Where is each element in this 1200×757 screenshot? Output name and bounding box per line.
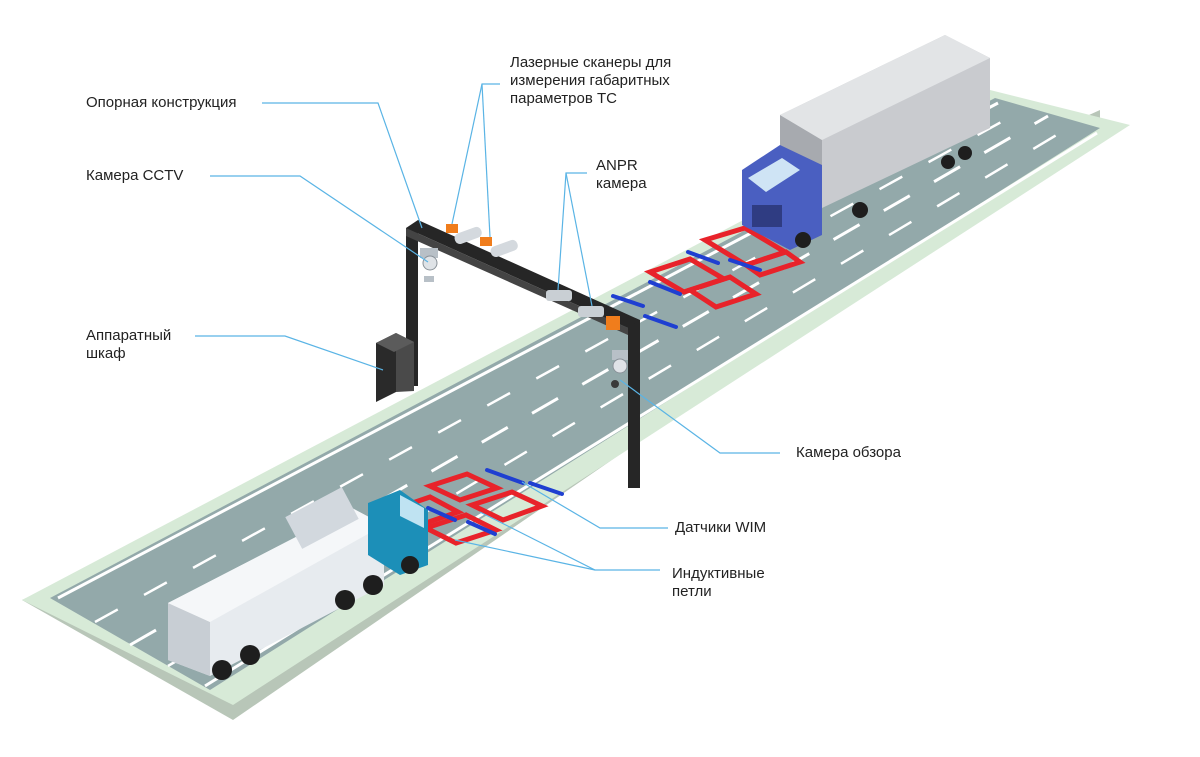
near-truck-wheel (363, 575, 383, 595)
wim-sensor (528, 481, 564, 496)
label-cctv-camera: Камера CCTV (86, 167, 184, 184)
leader-loops-2 (454, 539, 596, 571)
leader-laser-2 (481, 83, 491, 238)
anpr-camera-body (546, 290, 572, 301)
label-wim-sensors: Датчики WIM (675, 519, 767, 536)
label-anpr-line2: камера (596, 175, 647, 192)
overview-camera-lens (611, 380, 619, 388)
gantry-structure (406, 220, 640, 488)
label-laser-scanners-line2: измерения габаритных (510, 72, 670, 89)
anpr-camera-body (578, 306, 604, 317)
wim-sensor (686, 250, 720, 265)
inductive-loop (684, 274, 762, 310)
label-overview-camera: Камера обзора (796, 444, 901, 461)
anpr-light (606, 316, 620, 330)
laser-scanner-mount (446, 224, 458, 233)
far-truck-grille (752, 205, 782, 227)
anpr-cameras (546, 290, 620, 330)
leader-support-structure (262, 102, 423, 229)
far-truck-wheel (795, 232, 811, 248)
far-inductive-loops (643, 225, 806, 310)
label-inductive-loops-line1: Индуктивные (672, 565, 765, 582)
leader-anpr-1 (557, 172, 587, 291)
leader-wim (521, 481, 668, 529)
label-inductive-loops-line2: петли (672, 583, 712, 600)
label-laser-scanners-line1: Лазерные сканеры для (510, 54, 672, 71)
near-truck-wheel (401, 556, 419, 574)
cctv-dome (422, 255, 438, 271)
leader-laser-1 (451, 83, 500, 225)
leader-cabinet (195, 335, 384, 371)
gantry-right-pillar (628, 320, 640, 488)
gantry-beam-side (406, 228, 628, 335)
far-truck (742, 35, 990, 250)
hardware-cabinet (376, 333, 414, 402)
wim-sensor (643, 314, 678, 329)
near-truck-wheel (240, 645, 260, 665)
far-truck-wheel (958, 146, 972, 160)
far-truck-windshield (748, 158, 800, 192)
leader-lines (195, 83, 780, 571)
cctv-arm (424, 276, 434, 282)
leader-cctv (210, 175, 429, 263)
label-hardware-cabinet-line1: Аппаратный (86, 327, 172, 344)
far-truck-trailer-top (780, 35, 990, 140)
label-support-structure: Опорная конструкция (86, 94, 237, 111)
leader-anpr-2 (565, 172, 593, 307)
laser-scanners (446, 224, 518, 258)
label-hardware-cabinet-line2: шкаф (86, 345, 126, 362)
far-wim-sensors (611, 250, 762, 329)
wim-sensor (611, 294, 645, 308)
inductive-loop (423, 471, 504, 503)
inductive-loop (740, 249, 806, 278)
near-truck-trailer-end (168, 603, 210, 676)
wim-sensor (728, 258, 762, 272)
laser-scanner-body (454, 226, 482, 245)
laser-scanner-mount (480, 237, 492, 246)
lane-divider-2 (94, 108, 1024, 624)
label-laser-scanners-line3: параметров ТС (510, 90, 617, 107)
gantry-beam (406, 220, 640, 328)
overview-camera (611, 350, 628, 388)
far-truck-wheel (852, 202, 868, 218)
label-anpr-line1: ANPR (596, 157, 638, 174)
wim-sensor (648, 280, 682, 296)
leader-overview (619, 379, 780, 454)
near-truck (168, 487, 428, 680)
inductive-loop (465, 489, 549, 523)
wim-sensor (485, 468, 525, 485)
near-wim-sensors (426, 468, 564, 536)
cctv-camera (420, 248, 438, 282)
near-truck-trailer-top (168, 508, 384, 622)
overview-camera-dome (612, 358, 628, 374)
wim-sensor (466, 520, 497, 536)
near-truck-windshield (400, 495, 424, 528)
wim-sensor (426, 506, 457, 522)
near-truck-wheel (335, 590, 355, 610)
cctv-mount (420, 248, 438, 258)
overview-camera-mount (612, 350, 628, 360)
near-truck-wheel (212, 660, 232, 680)
laser-scanner-body (490, 239, 518, 258)
cabinet-top (376, 333, 414, 352)
near-truck-reefer (285, 487, 359, 549)
far-truck-wheel (941, 155, 955, 169)
